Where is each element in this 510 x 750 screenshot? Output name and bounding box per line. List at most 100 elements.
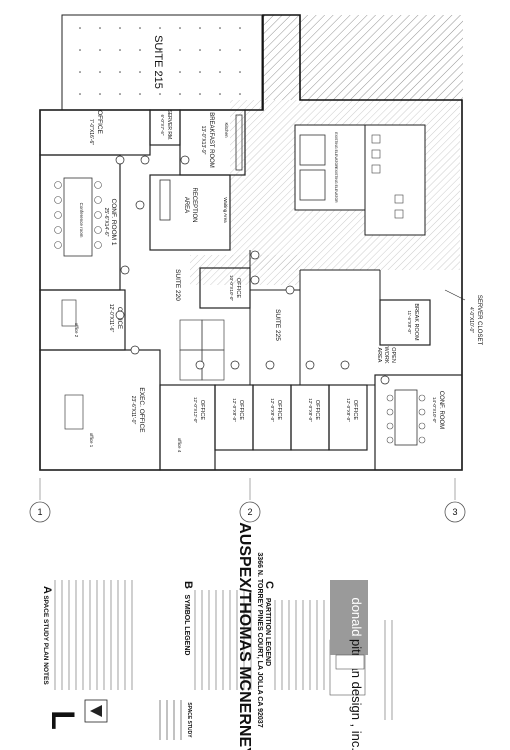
open-work-label-2: WORK [383, 346, 389, 363]
legend-area: A SPACE STUDY PLAN NOTES B SYMBOL LEGEND [41, 580, 366, 696]
north-arrow-box [84, 699, 108, 723]
office-center-label: OFFICE [235, 278, 241, 298]
server-room-label: SERVER RM. [166, 109, 172, 140]
office-d-label: OFFICE [314, 400, 320, 420]
office-2-dim: 12'-0"X11'-6" [108, 304, 114, 333]
restroom-fixtures [371, 134, 404, 219]
office-center-dim: 10'-0"X10'-0" [229, 275, 234, 301]
conf-room-2 [374, 374, 463, 471]
exec-office-label: EXEC. OFFICE [138, 387, 145, 433]
server-closet-leader [444, 289, 466, 301]
office-a-dim: 12'-0"X12'-0" [193, 397, 198, 423]
symbol-text-lines [194, 590, 252, 690]
exec-office-dim: 23'-6"X11'-0" [130, 396, 136, 425]
kitchen-label: Kitchen [224, 122, 229, 138]
symbol-tags [115, 155, 390, 385]
sheet-id-box: L [45, 699, 108, 730]
office-b-dim: 12'-0"X8'-0" [232, 398, 237, 422]
workstations [179, 319, 225, 381]
conf-room-2-label: CONF. ROOM [438, 391, 444, 429]
open-work-label-3: AREA [376, 348, 382, 363]
suite-215-label: SUITE 215 [152, 35, 164, 89]
office-4-note: office 4 [177, 438, 182, 453]
suite-225-label: SUITE 225 [274, 309, 281, 341]
restrooms [364, 124, 426, 236]
office-c-dim: 12'-0"X8'-0" [270, 398, 275, 422]
elevator-1 [299, 134, 326, 166]
title-block: L SPACE STUDY AUSPEX/THOMAS MCNERNEY 336… [45, 522, 393, 750]
office-a-label: OFFICE [199, 400, 205, 420]
elevator-core [294, 124, 366, 211]
firm-contact-lines [384, 620, 393, 720]
office-d-dim: 12'-0"X8'-0" [308, 398, 313, 422]
drawing-title: SPACE STUDY [186, 702, 192, 738]
drawing-info [159, 700, 182, 740]
notes-title: SPACE STUDY PLAN NOTES [42, 595, 49, 685]
conf-room-1-dim: 25'-6"X14'-6" [103, 208, 109, 237]
office-b-label: OFFICE [238, 400, 244, 420]
partition-letter: C [263, 581, 275, 589]
notes-letter: A [41, 586, 53, 594]
conf-table-1 [63, 177, 93, 257]
exec-desk [64, 394, 84, 430]
server-closet-label: SERVER CLOSET [476, 295, 482, 346]
sheet-letter: L [45, 710, 81, 730]
notes-legend: A SPACE STUDY PLAN NOTES [41, 580, 133, 690]
north-arrow-icon [90, 705, 102, 717]
grid-marker-3: 3 [452, 507, 457, 517]
symbol-legend: B SYMBOL LEGEND [182, 581, 252, 690]
office-top-label: OFFICE [96, 110, 103, 134]
partition-legend: C PARTITION LEGEND [263, 581, 325, 690]
existing-elevator-label: EXISTING ELEVATOR [334, 132, 338, 168]
suite-220-label: SUITE 220 [174, 269, 181, 301]
breakfast-room-label: BREAKFAST ROOM [208, 112, 214, 168]
symbol-letter: B [182, 581, 194, 589]
server-room-dim: 6'-0"X7'-6" [160, 115, 165, 136]
floor-plan: SUITE 215 OFFICE 7'-0"X16'-6" SERVER RM.… [29, 14, 482, 523]
break-room [379, 299, 431, 346]
firm-name-first: donald [349, 597, 364, 636]
client-name: AUSPEX/THOMAS MCNERNEY [236, 522, 253, 750]
existing-elevator-label-2: EXISTING ELEVATOR [334, 167, 338, 203]
client-address: 3366 N. TORREY PINES COURT, LA JOLLA CA … [256, 552, 263, 727]
server-closet-dim: 4'-0"X10'-0" [468, 307, 474, 333]
office-c-label: OFFICE [276, 400, 282, 420]
office-a-room [159, 384, 216, 471]
conf-chairs-1 [54, 181, 102, 249]
conf-chairs-2 [386, 394, 426, 444]
reception-desk [159, 179, 171, 221]
office-top-room [39, 109, 151, 156]
office-2-desk [61, 299, 77, 327]
ceiling-grid-dots [79, 27, 241, 95]
office-e-dim: 12'-0"X8'-0" [346, 398, 351, 422]
waiting-area-label: Waiting Area [223, 197, 228, 223]
hatched-core-top [263, 15, 463, 100]
office-2-note: office 2 [74, 323, 79, 338]
office-top-dim: 7'-0"X16'-6" [88, 119, 94, 145]
hatched-corridor [190, 255, 300, 285]
conf-room-2-dim: 14'-0"X10'-0" [432, 397, 437, 423]
kitchen-counter [235, 114, 243, 171]
breakfast-room-dim: 13'-0"X13'-9" [200, 126, 206, 155]
conf-room-1-label: CONF. ROOM 1 [110, 199, 117, 246]
office-e-label: OFFICE [352, 400, 358, 420]
conf-room-1-note: Conference room [79, 203, 84, 238]
reception-label: RECEPTION [191, 187, 197, 222]
firm-logo-mark [335, 654, 365, 670]
reception-area [149, 174, 231, 251]
partition-title: PARTITION LEGEND [264, 598, 271, 666]
grid-marker-2: 2 [247, 507, 252, 517]
break-room-dim: 11'-6"X8'-0" [407, 310, 412, 333]
notes-text-lines [54, 580, 133, 690]
elevator-2 [299, 169, 326, 201]
symbol-title: SYMBOL LEGEND [183, 595, 190, 656]
firm-banner [330, 580, 368, 655]
reception-area-label: AREA [183, 197, 189, 213]
break-room-label: BREAK ROOM [413, 303, 419, 341]
partition-text-lines [274, 600, 325, 690]
open-work-label-1: OPEN [390, 347, 396, 363]
office-1-note: office 1 [89, 433, 94, 448]
conf-table-2 [394, 389, 418, 446]
grid-marker-1: 1 [37, 507, 42, 517]
